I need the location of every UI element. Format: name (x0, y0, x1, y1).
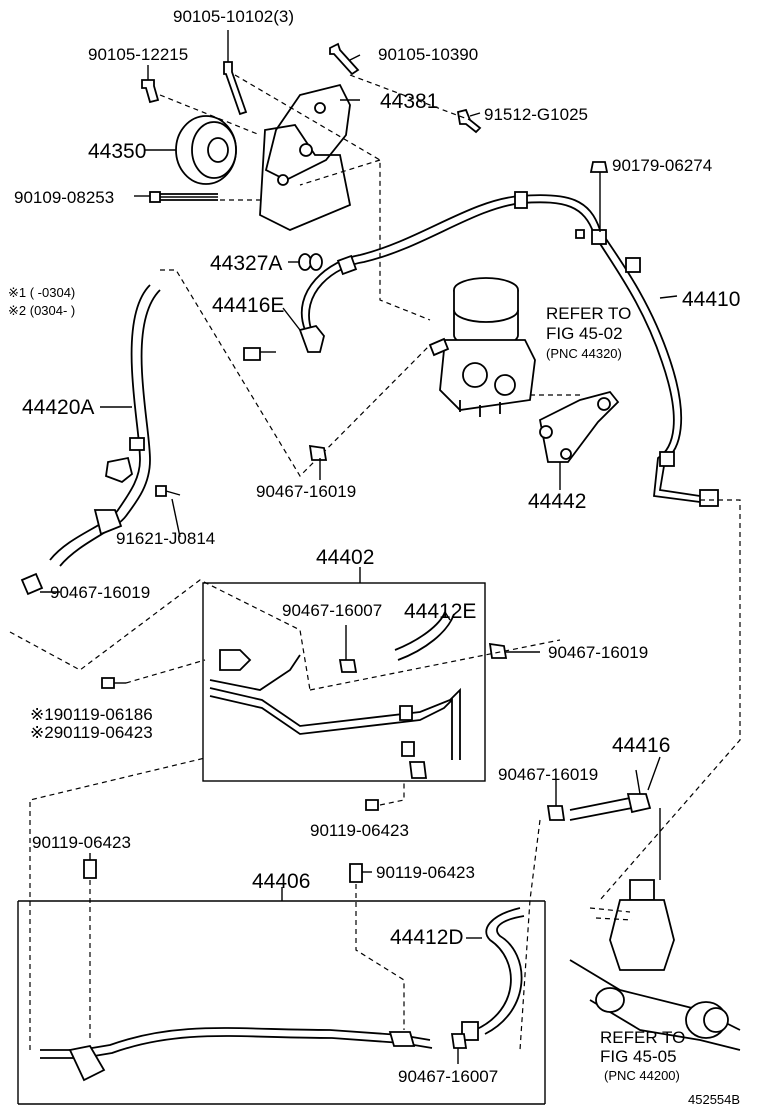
clamp-90467-16019-upper (308, 444, 328, 461)
return-tube-44406 (40, 1027, 433, 1082)
clamp-90467-16019-c (488, 642, 540, 659)
bolt-91512-G1025 (456, 108, 482, 134)
label-44412E: 44412E (404, 600, 476, 623)
steering-gear (569, 879, 741, 1051)
clamp-90467-16007-b (450, 1033, 468, 1064)
label-refer2-line2: FIG 45-05 (600, 1047, 677, 1066)
label-44381: 44381 (380, 90, 438, 113)
label-90467-16007-b: 90467-16007 (398, 1067, 498, 1086)
label-90105-10102: 90105-10102(3) (173, 7, 294, 26)
label-90105-10390: 90105-10390 (378, 45, 478, 64)
bolt-90105-10390 (329, 42, 360, 76)
hose-44412E (394, 611, 455, 661)
cap-90179-06274 (589, 161, 609, 232)
bolt-90119-06186 (101, 677, 126, 689)
label-note2: ※2 (0304- ) (8, 303, 75, 318)
label-90467-16019-c: 90467-16019 (548, 643, 648, 662)
vane-pump (428, 277, 536, 417)
bolt-90119-06423-center (365, 780, 405, 811)
label-44410: 44410 (682, 288, 740, 311)
bracket-44381 (259, 83, 352, 231)
label-refer2-line3: (PNC 44200) (604, 1068, 680, 1083)
bolt-90109-08253 (149, 191, 218, 203)
pulley-44350 (175, 115, 237, 185)
label-refer1-line1: REFER TO (546, 304, 631, 323)
clamp-90467-16019-d (546, 805, 566, 821)
union-44416E (243, 324, 325, 361)
gasket-44327A (298, 253, 323, 271)
label-refer2-line1: REFER TO (600, 1028, 685, 1047)
label-refer1-line2: FIG 45-02 (546, 324, 623, 343)
clamp-90467-16007-a (338, 625, 358, 673)
label-refer1-line3: (PNC 44320) (546, 346, 622, 361)
diagram-id: 452554B (688, 1092, 740, 1107)
bolt-90119-06423-right (349, 863, 405, 1030)
label-44402: 44402 (316, 546, 374, 569)
label-90119-06186: ※190119-06186 (30, 705, 153, 724)
label-44442: 44442 (528, 490, 586, 513)
bolt-90105-12215 (141, 65, 160, 104)
label-44420A: 44420A (22, 396, 94, 419)
bolt-90105-10102 (223, 30, 248, 116)
label-91512-G1025: 91512-G1025 (484, 105, 588, 124)
label-44412D: 44412D (390, 926, 464, 949)
label-90119-06423-c: 90119-06423 (376, 863, 475, 882)
label-44327A: 44327A (210, 252, 282, 275)
assembly-box-44402 (202, 582, 486, 782)
label-44416E: 44416E (212, 294, 284, 317)
label-91621-J0814: 91621-J0814 (116, 529, 215, 548)
label-90119-06423-a: 90119-06423 (310, 821, 409, 840)
label-44406: 44406 (252, 870, 310, 893)
label-44416: 44416 (612, 734, 670, 757)
bracket-44442 (538, 390, 620, 463)
label-90105-12215: 90105-12215 (88, 45, 188, 64)
label-90119-06423-alt: ※290119-06423 (30, 723, 153, 742)
label-note1: ※1 ( -0304) (8, 285, 75, 300)
bolt-90119-06423-left (83, 859, 97, 1040)
return-hose-44420A (20, 284, 161, 596)
label-90467-16019-b: 90467-16019 (50, 583, 150, 602)
tube-assembly-44402 (209, 649, 461, 779)
hose-44412D (461, 907, 525, 1041)
label-90179-06274: 90179-06274 (612, 156, 712, 175)
pressure-tube-44410 (300, 191, 719, 507)
label-90109-08253: 90109-08253 (14, 188, 114, 207)
label-44350: 44350 (88, 140, 146, 163)
label-90467-16007-a: 90467-16007 (282, 601, 382, 620)
bolt-91621-J0814 (155, 485, 181, 497)
label-90467-16019-a: 90467-16019 (256, 482, 356, 501)
label-90467-16019-d: 90467-16019 (498, 765, 598, 784)
union-44416 (569, 769, 652, 821)
label-90119-06423-b: 90119-06423 (32, 833, 131, 852)
